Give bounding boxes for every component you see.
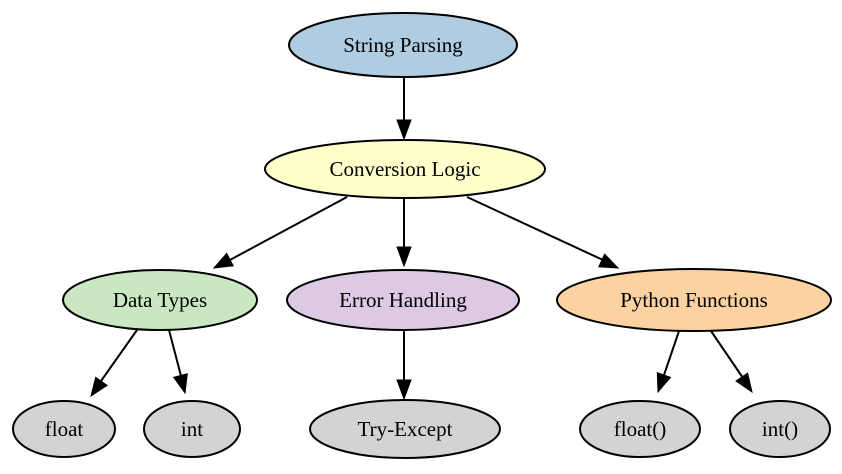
edge-string-parsing-to-conversion-logic [396, 77, 412, 141]
arrowhead-icon [90, 376, 108, 398]
node-ellipse [309, 399, 501, 459]
node-label: float() [614, 417, 666, 441]
node-ellipse [62, 269, 258, 331]
edge-line [227, 196, 348, 262]
node-conversion-logic: Conversion Logic [264, 139, 546, 199]
edge-line [168, 329, 182, 377]
node-label: Error Handling [339, 288, 467, 312]
edge-error-handling-to-try-except [396, 330, 412, 401]
node-python-functions: Python Functions [556, 268, 832, 332]
node-label: Python Functions [620, 288, 768, 312]
node-int-call: int() [729, 400, 831, 458]
arrowhead-icon [735, 372, 753, 394]
edge-conversion-logic-to-error-handling [396, 198, 412, 268]
node-ellipse [288, 12, 518, 78]
node-label: float [45, 417, 84, 441]
arrowhead-icon [598, 253, 620, 269]
edge-line [710, 330, 744, 379]
arrowhead-icon [396, 379, 412, 401]
edge-python-functions-to-float-call [656, 330, 680, 394]
arrowhead-icon [212, 252, 234, 269]
node-ellipse [12, 400, 116, 458]
node-label: Data Types [113, 288, 207, 312]
edge-python-functions-to-int-call [710, 330, 753, 394]
node-error-handling: Error Handling [286, 269, 520, 331]
node-ellipse [579, 400, 701, 458]
edge-data-types-to-int [168, 329, 188, 395]
node-ellipse [556, 268, 832, 332]
edge-conversion-logic-to-data-types [212, 196, 348, 269]
node-data-types: Data Types [62, 269, 258, 331]
edge-line [100, 329, 138, 382]
node-ellipse [729, 400, 831, 458]
node-ellipse [143, 400, 241, 458]
edge-conversion-logic-to-python-functions [466, 196, 620, 269]
node-label: Try-Except [358, 417, 453, 441]
node-ellipse [264, 139, 546, 199]
edge-data-types-to-float [90, 329, 138, 398]
node-float-call: float() [579, 400, 701, 458]
node-float: float [12, 400, 116, 458]
arrowhead-icon [396, 246, 412, 268]
node-label: int() [762, 417, 798, 441]
node-label: Conversion Logic [329, 157, 480, 181]
node-label: int [181, 417, 203, 441]
arrowhead-icon [656, 371, 672, 394]
node-string-parsing: String Parsing [288, 12, 518, 78]
arrowhead-icon [396, 119, 412, 141]
arrowhead-icon [172, 373, 188, 395]
edge-line [466, 196, 604, 261]
node-ellipse [286, 269, 520, 331]
node-try-except: Try-Except [309, 399, 501, 459]
edge-line [663, 330, 680, 376]
node-label: String Parsing [343, 33, 463, 57]
node-int: int [143, 400, 241, 458]
